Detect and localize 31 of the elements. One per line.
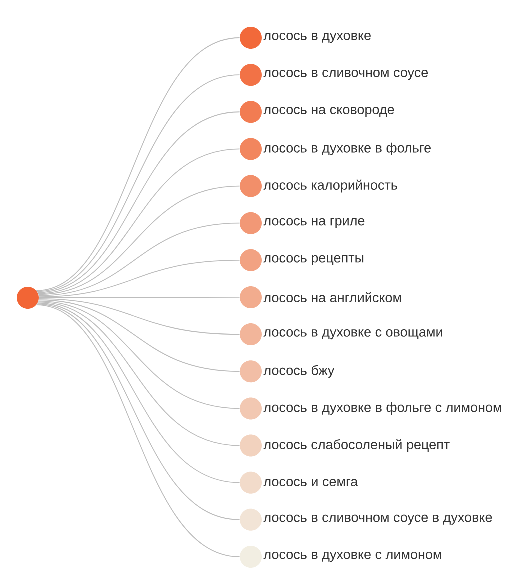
node-label: лосось в сливочном соусе в духовке xyxy=(264,514,492,525)
node-label: лосось на гриле xyxy=(264,218,365,228)
node-label: лосось и семга xyxy=(264,479,358,487)
node-label: лосось в духовке с овощами xyxy=(264,330,442,340)
connector-line xyxy=(38,222,240,296)
node-label: лосось в духовке в фольге xyxy=(264,142,431,156)
connector-line xyxy=(38,148,240,294)
node-label: лосось в духовке в фольге с лимоном xyxy=(264,402,502,415)
node-label: лосось в духовке с лимоном xyxy=(264,552,442,562)
node-label: лосось рецепты xyxy=(264,255,364,266)
connector-line xyxy=(38,260,240,298)
node-label: лосось на сковороде xyxy=(264,107,394,118)
connector-line xyxy=(36,38,240,292)
node-label: лосось в духовке xyxy=(264,32,371,44)
connector-line xyxy=(37,112,240,294)
connector-line xyxy=(36,74,240,292)
connector-line xyxy=(36,304,240,520)
connector-line xyxy=(36,304,240,558)
connector-line xyxy=(38,300,240,410)
root-dot xyxy=(17,287,39,309)
connector-line xyxy=(38,300,240,372)
node-label: лосось бжу xyxy=(264,365,335,378)
node-label: лосось калорийность xyxy=(264,180,398,193)
connector-line xyxy=(37,302,240,484)
node-label: лосось в сливочном соусе xyxy=(264,70,428,80)
connector-line xyxy=(38,186,240,296)
node-label: лосось слабосоленый рецепт xyxy=(264,439,450,452)
node-label: лосось на английском xyxy=(264,292,402,303)
connector-line xyxy=(38,302,240,446)
connector-line xyxy=(38,297,240,298)
connector-line xyxy=(38,298,240,335)
